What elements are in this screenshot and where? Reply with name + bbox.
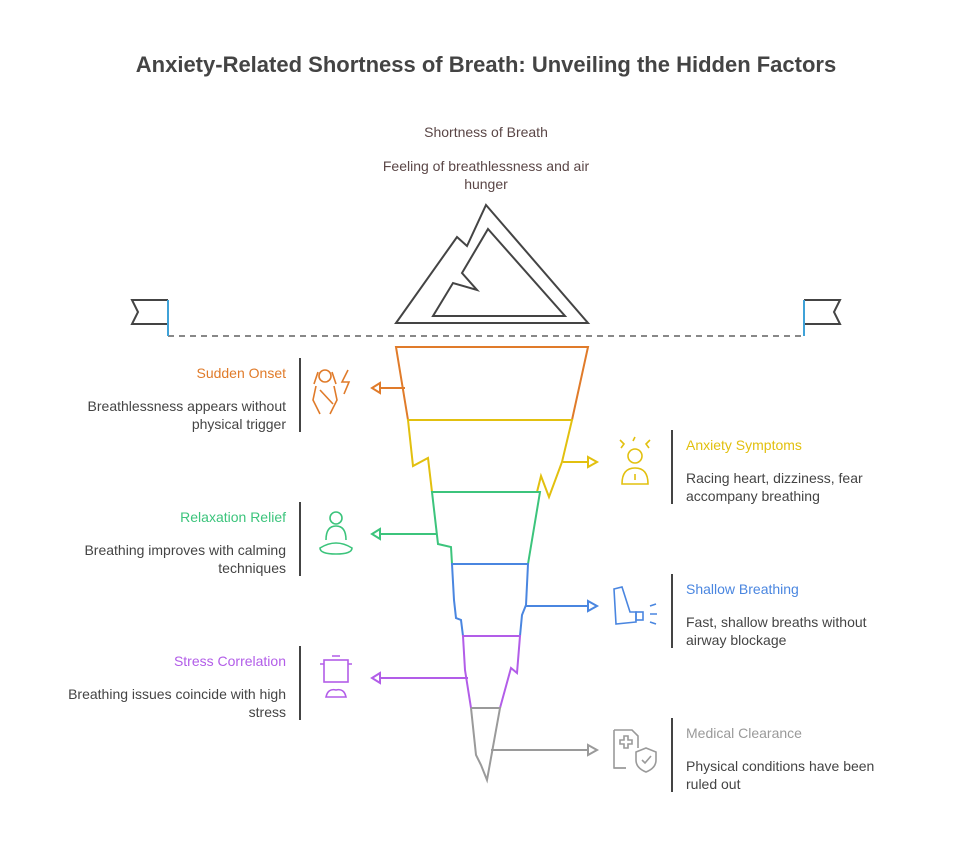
inhaler-icon [613,586,657,625]
item-stress-correlation: Stress Correlation Breathing issues coin… [46,652,286,721]
page-title: Anxiety-Related Shortness of Breath: Unv… [135,52,837,77]
item-title: Shallow Breathing [686,581,799,597]
item-text: Breathlessness appears without physical … [87,398,286,432]
item-shallow-breathing: Shallow Breathing Fast, shallow breaths … [686,580,926,649]
item-relaxation-relief: Relaxation Relief Breathing improves wit… [46,508,286,577]
item-medical-clearance: Medical Clearance Physical conditions ha… [686,724,926,793]
item-text: Breathing issues coincide with high stre… [68,686,286,720]
top-heading: Shortness of Breath [424,124,548,140]
stressed-person-icon [619,436,651,485]
woman-lightning-icon [312,369,351,415]
arrow-shallow-breathing [526,599,600,613]
band-stress-correlation [461,635,522,709]
item-title: Anxiety Symptoms [686,437,802,453]
band-relaxation-relief [430,491,542,565]
item-text: Fast, shallow breaths without airway blo… [686,614,867,648]
item-text: Physical conditions have been ruled out [686,758,875,792]
item-text: Racing heart, dizziness, fear accompany … [686,470,863,504]
left-flag-icon [130,299,169,336]
item-anxiety-symptoms: Anxiety Symptoms Racing heart, dizziness… [686,436,926,505]
band-shallow-breathing [450,563,530,637]
item-title: Relaxation Relief [180,509,286,525]
item-title: Medical Clearance [686,725,802,741]
arrow-medical-clearance [491,743,600,757]
item-title: Stress Correlation [173,653,286,669]
arrow-stress-correlation [370,671,468,685]
boiling-pot-icon [320,655,352,698]
arrow-sudden-onset [370,381,405,395]
arrow-relaxation-relief [370,527,437,541]
arrow-anxiety-symptoms [563,455,600,469]
band-anxiety-symptoms [406,419,574,500]
mountain-icon [394,203,591,324]
item-text: Breathing improves with calming techniqu… [84,542,286,576]
medical-shield-icon [613,729,657,773]
meditation-icon [319,511,353,555]
top-description: Feeling of breathlessness and air hunger [382,158,590,192]
item-title: Sudden Onset [196,365,286,381]
right-flag-icon [803,299,842,336]
band-sudden-onset [394,346,590,421]
band-medical-clearance [470,707,502,784]
item-sudden-onset: Sudden Onset Breathlessness appears with… [46,364,286,433]
